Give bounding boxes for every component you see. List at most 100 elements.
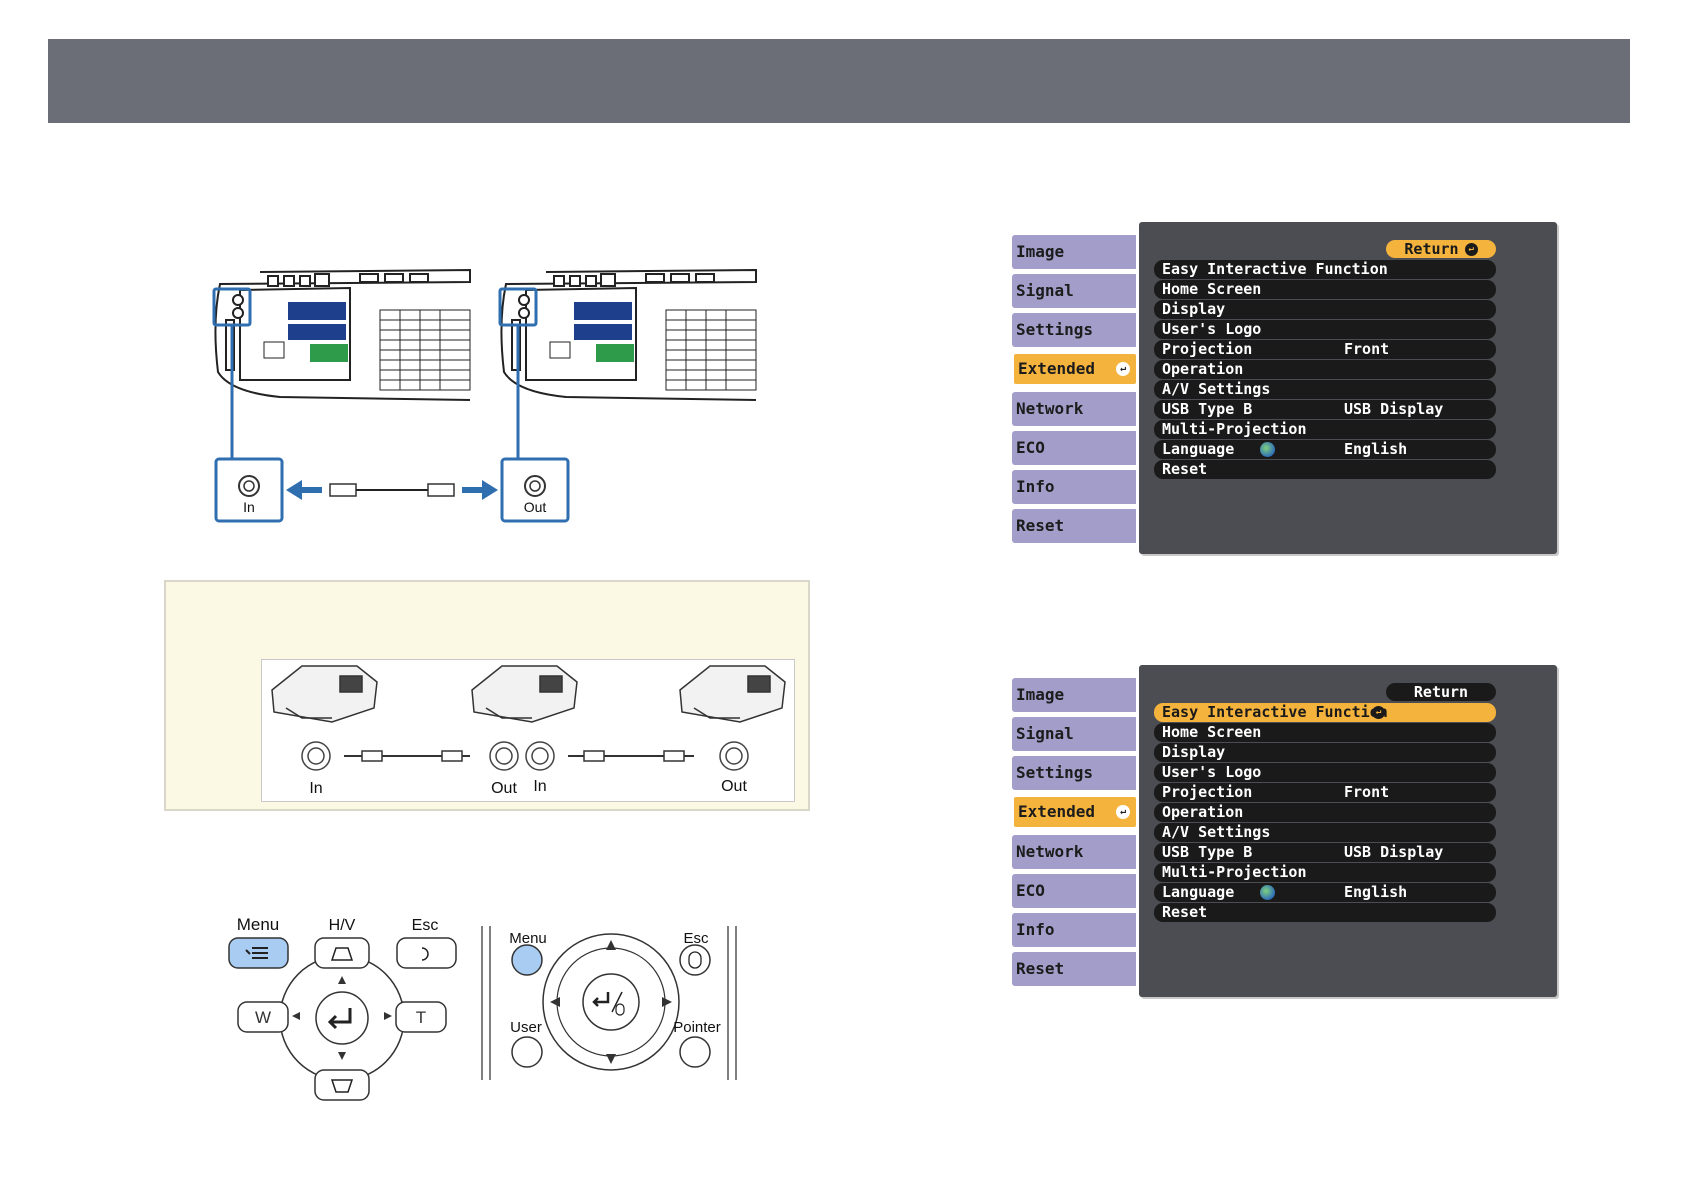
t-button-label: T bbox=[416, 1008, 426, 1027]
tab-signal[interactable]: Signal bbox=[1012, 274, 1136, 308]
pointer-esc-label: Esc bbox=[683, 930, 709, 947]
menu-row-operation[interactable]: Operation bbox=[1154, 803, 1496, 822]
daisy-chain-figure: In Out In Out bbox=[261, 659, 795, 802]
row-value: English bbox=[1344, 883, 1408, 901]
tab-image[interactable]: Image bbox=[1012, 678, 1136, 712]
enter-icon: ↵ bbox=[1464, 243, 1478, 256]
pointer-enter-button[interactable] bbox=[582, 973, 640, 1031]
row-label: Home Screen bbox=[1162, 280, 1262, 298]
tab-label: Image bbox=[1016, 242, 1065, 261]
esc-button-label: Esc bbox=[412, 917, 439, 934]
row-value: English bbox=[1344, 440, 1408, 458]
menu-row-easy-interactive-function[interactable]: Easy Interactive Function bbox=[1154, 260, 1496, 279]
tab-eco[interactable]: ECO bbox=[1012, 431, 1136, 465]
globe-icon bbox=[1260, 442, 1275, 457]
tab-label: Extended bbox=[1018, 802, 1096, 821]
daisy-chain-cable-1 bbox=[344, 750, 470, 762]
pointer-esc-button[interactable] bbox=[679, 944, 711, 976]
hv-keystone-button[interactable] bbox=[314, 937, 370, 969]
projector-rear-panel-left bbox=[214, 268, 471, 401]
menu-button-label: Menu bbox=[237, 915, 280, 934]
tab-signal[interactable]: Signal bbox=[1012, 717, 1136, 751]
tab-extended[interactable]: Extended↵ bbox=[1012, 352, 1138, 386]
row-label: User's Logo bbox=[1162, 763, 1262, 781]
w-button[interactable] bbox=[237, 1001, 289, 1033]
menu-list-icon bbox=[245, 947, 268, 959]
menu-row-reset[interactable]: Reset bbox=[1154, 903, 1496, 922]
tip-box: In Out In Out bbox=[164, 580, 810, 811]
return-label: Return bbox=[1413, 683, 1469, 701]
tab-label: ECO bbox=[1016, 881, 1045, 900]
menu-row-display[interactable]: Display bbox=[1154, 743, 1496, 762]
projector-illustration-1 bbox=[271, 665, 378, 723]
header-bar bbox=[48, 39, 1630, 123]
daisy-chain-diagram: In Out In Out bbox=[271, 665, 786, 797]
tab-reset[interactable]: Reset bbox=[1012, 509, 1136, 543]
mouse-icon bbox=[688, 951, 702, 969]
menu-row-av-settings[interactable]: A/V Settings bbox=[1154, 380, 1496, 399]
menu-row-display[interactable]: Display bbox=[1154, 300, 1496, 319]
tab-image[interactable]: Image bbox=[1012, 235, 1136, 269]
row-label: Home Screen bbox=[1162, 723, 1262, 741]
menu-row-av-settings[interactable]: A/V Settings bbox=[1154, 823, 1496, 842]
menu-row-easy-interactive-function[interactable]: Easy Interactive Function↵ bbox=[1154, 703, 1496, 722]
row-label: Reset bbox=[1162, 903, 1208, 921]
tab-reset[interactable]: Reset bbox=[1012, 952, 1136, 986]
remote-control-figure: Menu H/V Esc W T bbox=[228, 915, 457, 1101]
connection-figure: In Out bbox=[212, 268, 757, 523]
projector-menu-screen-2: Image Signal Settings Extended↵ Network … bbox=[1008, 665, 1560, 1003]
row-label: Display bbox=[1162, 300, 1226, 318]
keystone-bottom-button[interactable] bbox=[314, 1069, 370, 1101]
row-label: Operation bbox=[1162, 360, 1244, 378]
menu-row-multi-projection[interactable]: Multi-Projection bbox=[1154, 863, 1496, 882]
tab-settings[interactable]: Settings bbox=[1012, 313, 1136, 347]
return-button[interactable]: Return ↵ bbox=[1386, 240, 1496, 258]
pointer-menu-button[interactable] bbox=[511, 944, 543, 976]
pointer-button-label: Pointer bbox=[673, 1019, 721, 1036]
row-label: Projection bbox=[1162, 340, 1253, 358]
esc-button[interactable] bbox=[396, 937, 457, 969]
in-port-label: In bbox=[243, 499, 255, 515]
hv-button-label: H/V bbox=[329, 917, 356, 934]
menu-row-users-logo[interactable]: User's Logo bbox=[1154, 763, 1496, 782]
menu-row-home-screen[interactable]: Home Screen bbox=[1154, 280, 1496, 299]
menu-row-home-screen[interactable]: Home Screen bbox=[1154, 723, 1496, 742]
user-button[interactable] bbox=[511, 1036, 543, 1068]
tab-network[interactable]: Network bbox=[1012, 392, 1136, 426]
tab-label: Signal bbox=[1016, 281, 1074, 300]
return-button[interactable]: Return bbox=[1386, 683, 1496, 701]
keystone-icon bbox=[330, 947, 354, 961]
tab-info[interactable]: Info bbox=[1012, 913, 1136, 947]
tab-info[interactable]: Info bbox=[1012, 470, 1136, 504]
row-label: USB Type B bbox=[1162, 843, 1253, 861]
tab-network[interactable]: Network bbox=[1012, 835, 1136, 869]
audio-cable bbox=[286, 480, 498, 500]
tab-extended[interactable]: Extended↵ bbox=[1012, 795, 1138, 829]
projector-menu-screen-1: Image Signal Settings Extended↵ Network … bbox=[1008, 222, 1560, 560]
return-label: Return bbox=[1404, 240, 1459, 258]
tab-label: Info bbox=[1016, 920, 1055, 939]
menu-row-reset[interactable]: Reset bbox=[1154, 460, 1496, 479]
menu-row-operation[interactable]: Operation bbox=[1154, 360, 1496, 379]
tab-label: Reset bbox=[1016, 959, 1065, 978]
row-value: Front bbox=[1344, 783, 1390, 801]
projector-rear-panel-right bbox=[500, 268, 757, 401]
tab-eco[interactable]: ECO bbox=[1012, 874, 1136, 908]
menu-row-users-logo[interactable]: User's Logo bbox=[1154, 320, 1496, 339]
tab-settings[interactable]: Settings bbox=[1012, 756, 1136, 790]
user-button-label: User bbox=[510, 1019, 542, 1036]
enter-button[interactable] bbox=[315, 991, 369, 1045]
menu-row-multi-projection[interactable]: Multi-Projection bbox=[1154, 420, 1496, 439]
tab-label: ECO bbox=[1016, 438, 1045, 457]
row-label: Multi-Projection bbox=[1162, 863, 1307, 881]
port-label-in-2: In bbox=[533, 778, 546, 795]
pointer-remote-figure: Menu Esc User Pointer bbox=[481, 926, 737, 1080]
t-button[interactable] bbox=[395, 1001, 447, 1033]
pointer-button[interactable] bbox=[679, 1036, 711, 1068]
